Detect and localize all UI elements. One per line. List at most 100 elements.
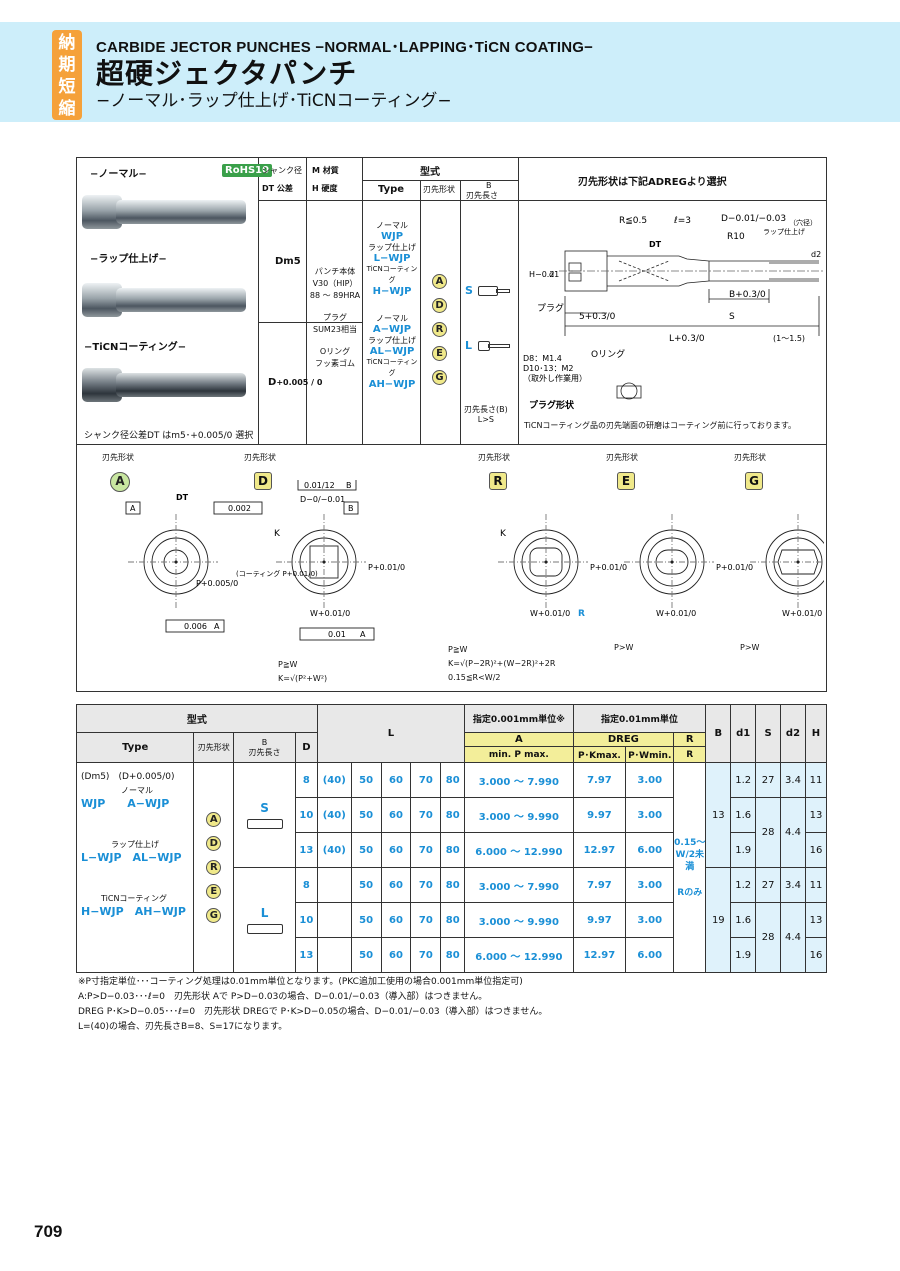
th-dreg: DREG (572, 732, 675, 747)
shape-d-marker: D (254, 472, 272, 490)
dim-L: L+0.3/0 (669, 334, 705, 344)
cell-s: 27 (755, 867, 782, 903)
blen-s-icon (478, 286, 498, 296)
cell-pminmax: 3.000 〜 9.990 (464, 902, 574, 938)
lap-label: −ラップ仕上げ− (90, 254, 167, 265)
blen-l: L (465, 339, 473, 352)
dim-plug: プラグ (537, 302, 564, 314)
cell-l: 50 (350, 937, 382, 973)
th-type: Type (75, 732, 195, 763)
cell-s: 28 (755, 797, 782, 868)
cell-d2: 4.4 (780, 902, 806, 973)
col-tip: 刃先形状 (423, 185, 455, 194)
cell-d2: 3.4 (780, 762, 806, 798)
th-B: B (705, 704, 732, 763)
cell-l: 80 (440, 867, 466, 903)
cell-l: 70 (410, 832, 442, 868)
cell-pk: 7.97 (572, 867, 627, 903)
th-d1: d1 (730, 704, 757, 763)
cell-d1: 1.6 (730, 797, 757, 833)
cell-h: 13 (804, 902, 828, 938)
dim-5: 5+0.3/0 (579, 312, 616, 322)
short-delivery-badge: 納期短縮 (52, 30, 82, 120)
cell-l: 60 (380, 762, 412, 798)
cell-d1: 1.2 (730, 762, 757, 798)
header-band (0, 22, 900, 122)
table-row: 13 50 60 70 80 6.000 〜 12.990 12.97 6.00… (77, 937, 828, 973)
shape-hdr-g: 刃先形状 (734, 453, 766, 462)
col-mat: M 材質 (312, 166, 339, 175)
cell-d1: 1.9 (730, 832, 757, 868)
th-r: R (673, 732, 707, 747)
shape-hdr-r: 刃先形状 (478, 453, 510, 462)
title-japanese: 超硬ジェクタパンチ (96, 57, 358, 90)
cell-pminmax: 6.000 〜 12.990 (464, 832, 574, 868)
tip-cell: A D R E G (193, 762, 235, 973)
ticn-punch-body (116, 373, 246, 397)
cell-d2: 3.4 (780, 867, 806, 903)
shape-r-marker: R (489, 472, 507, 490)
ticn-punch-image (82, 368, 122, 402)
th-L: L (316, 704, 466, 763)
shank-dplus: D+0.005 / 0 (268, 377, 323, 388)
cell-pk: 9.97 (572, 797, 627, 833)
shape-g-marker: G (745, 472, 763, 490)
tol-0112: 0.01/12 (304, 481, 335, 490)
footnote: A:P>D−0.03･･･ℓ=0 刃先形状 Aで P>D−0.03の場合、D−0… (78, 992, 488, 1002)
normal-label: −ノーマル− (90, 169, 147, 180)
cell-l: 60 (380, 797, 412, 833)
cell-pw: 3.00 (625, 867, 675, 903)
th-r2: R (673, 746, 707, 763)
tip-shape-list: A D R E G (432, 270, 447, 390)
lap-punch-image (82, 283, 122, 317)
dim-r: R≦0.5 (619, 216, 647, 226)
tol-002: 0.002 (228, 504, 251, 513)
dim-d1: d1 (549, 270, 559, 279)
dim-d: D−0.01/−0.03 (721, 214, 786, 224)
cell-h: 11 (804, 867, 828, 903)
th-d2: d2 (780, 704, 806, 763)
cell-l40: (40) (316, 762, 352, 798)
cell-pk: 12.97 (572, 832, 627, 868)
dim-p-r: P+0.01/0 (590, 563, 627, 572)
datum-a-d: A (360, 630, 366, 639)
blen-note: 刃先長さ(B)L>S (464, 405, 508, 424)
cell-d2: 4.4 (780, 797, 806, 868)
datum-b: B (348, 504, 354, 513)
th-pw: P･Wmin. (625, 746, 675, 763)
cell-l: 50 (350, 797, 382, 833)
col-shank: シャンク径 (262, 166, 302, 175)
title-english: CARBIDE JECTOR PUNCHES −NORMAL･LAPPING･T… (96, 39, 594, 56)
cell-l: 60 (380, 867, 412, 903)
cell-pw: 3.00 (625, 797, 675, 833)
cell-l40: (40) (316, 832, 352, 868)
cell-l: 60 (380, 902, 412, 938)
subtitle: −ノーマル･ラップ仕上げ･TiCNコーティング− (96, 91, 452, 111)
cell-s: 28 (755, 902, 782, 973)
dim-115: (1〜1.5) (773, 334, 805, 343)
blen-l-icon (478, 341, 490, 351)
dim-p-e: P+0.01/0 (716, 563, 753, 572)
cell-l40 (316, 937, 352, 973)
col-tol: DT 公差 (262, 184, 293, 193)
dim-l: ℓ=3 (673, 216, 691, 226)
cell-pk: 7.97 (572, 762, 627, 798)
blen-s-cell: S (233, 762, 296, 868)
col-type-group: 型式 (420, 167, 440, 178)
cell-l: 50 (350, 832, 382, 868)
cell-l: 50 (350, 867, 382, 903)
footnote: ※P寸指定単位･･･コーティング処理は0.01mm単位となります。(PKC追加工… (78, 977, 523, 987)
cell-d: 8 (294, 867, 318, 903)
blen-l-cell: L (233, 867, 296, 973)
th-unit2: 指定0.01mm単位 (572, 704, 707, 733)
shape-e-marker: E (617, 472, 635, 490)
cell-pw: 3.00 (625, 762, 675, 798)
shape-hdr-a: 刃先形状 (102, 453, 134, 462)
cell-l: 80 (440, 797, 466, 833)
cell-pk: 12.97 (572, 937, 627, 973)
cell-d: 10 (294, 797, 318, 833)
